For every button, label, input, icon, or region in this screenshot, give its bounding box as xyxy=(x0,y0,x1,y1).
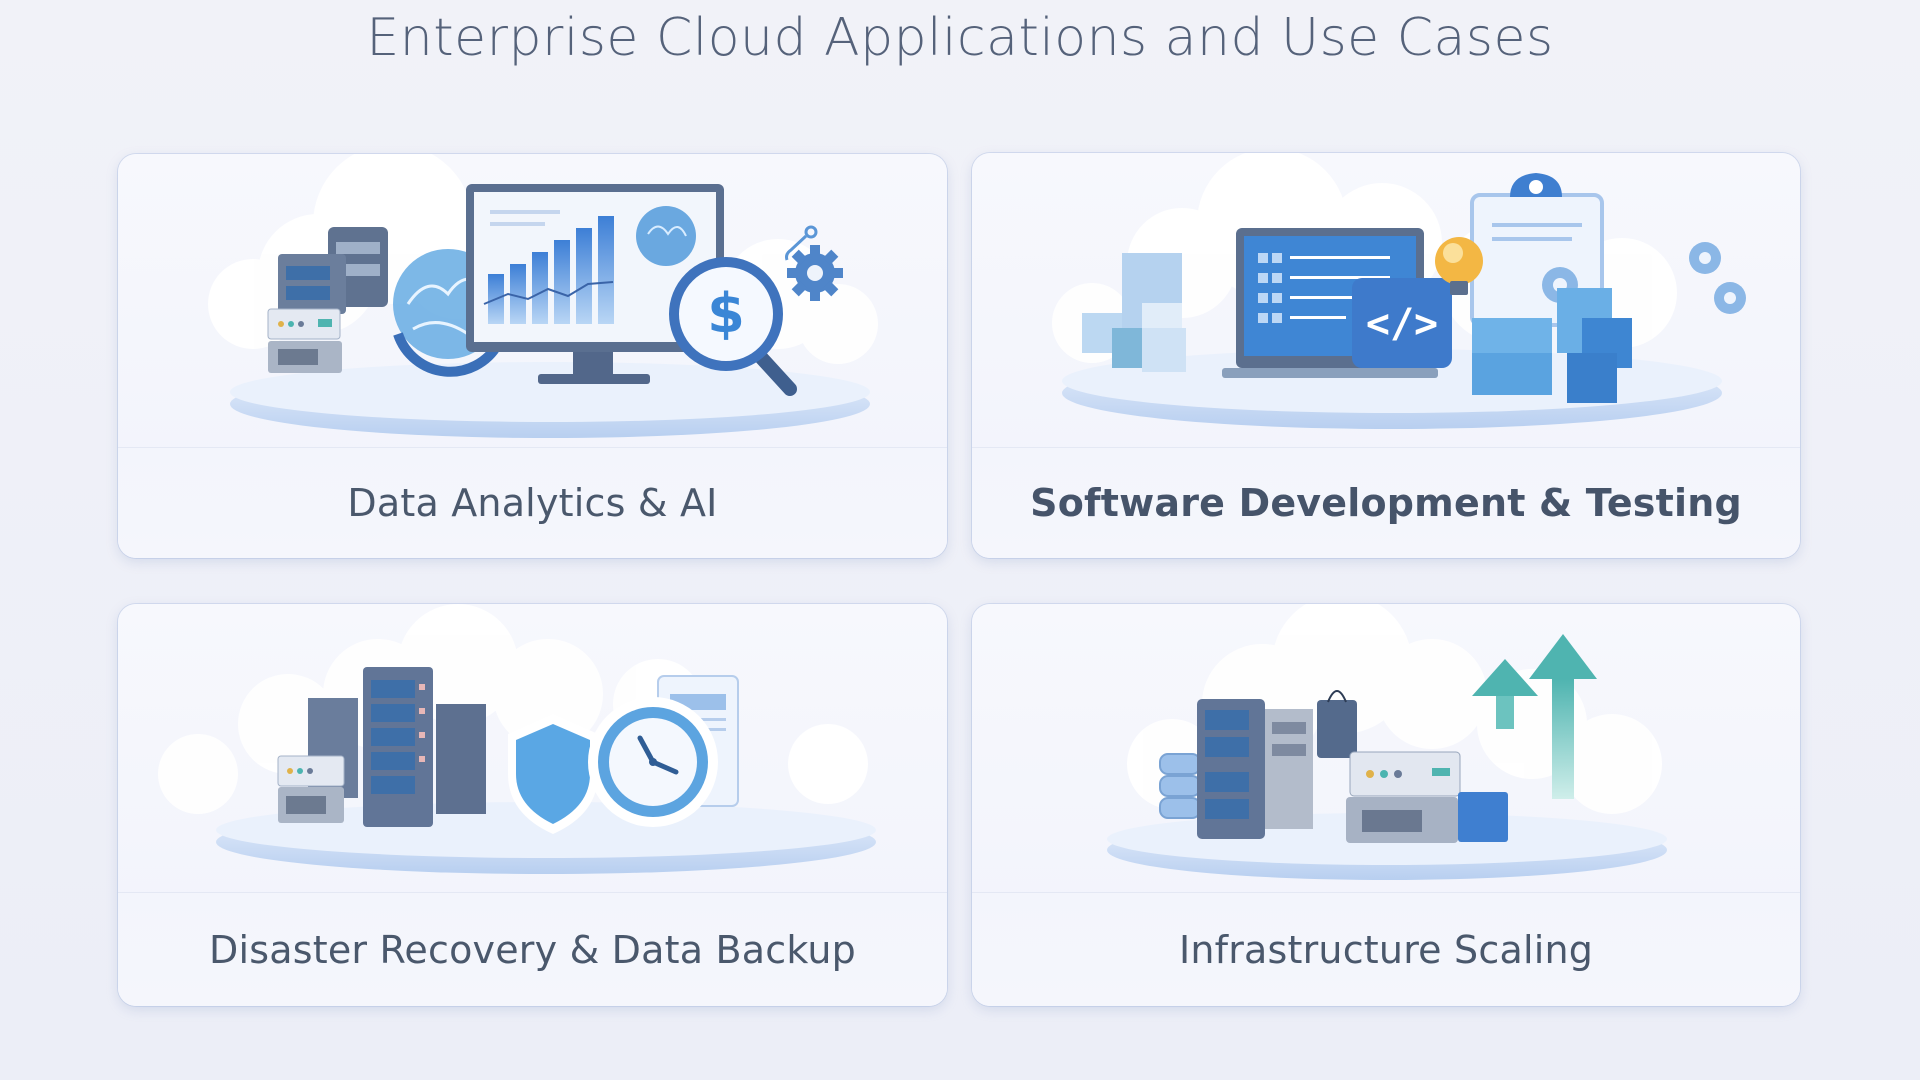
server-rack-icon xyxy=(267,227,388,373)
server-tower-icon xyxy=(277,667,486,827)
illustration-data-analytics: $ xyxy=(118,154,947,448)
database-icon xyxy=(1159,753,1201,819)
card-disaster-recovery[interactable]: Disaster Recovery & Data Backup xyxy=(118,604,947,1006)
card-label-strip: Disaster Recovery & Data Backup xyxy=(118,892,947,1006)
card-software-dev-testing[interactable]: </> xyxy=(972,153,1800,558)
up-arrow-icon xyxy=(1472,634,1597,799)
card-label: Disaster Recovery & Data Backup xyxy=(209,927,856,972)
card-label-strip: Data Analytics & AI xyxy=(118,447,947,558)
card-label-strip: Infrastructure Scaling xyxy=(972,892,1800,1006)
lightbulb-icon xyxy=(1435,237,1483,295)
cubes-icon xyxy=(1082,253,1186,372)
gear-icon xyxy=(787,245,843,301)
card-label: Software Development & Testing xyxy=(1030,481,1742,525)
card-label: Data Analytics & AI xyxy=(347,481,718,525)
server-tower-icon xyxy=(1197,699,1313,839)
card-label-strip: Software Development & Testing xyxy=(972,447,1800,558)
illustration-software-dev: </> xyxy=(972,153,1800,448)
bag-icon xyxy=(1317,690,1357,758)
page-title: Enterprise Cloud Applications and Use Ca… xyxy=(366,8,1554,68)
clock-icon xyxy=(588,697,718,827)
svg-text:</>: </> xyxy=(1366,301,1438,347)
cubes-icon xyxy=(1472,288,1632,403)
code-icon: </> xyxy=(1352,278,1452,368)
card-infrastructure-scaling[interactable]: Infrastructure Scaling xyxy=(972,604,1800,1006)
server-unit-icon xyxy=(1346,751,1508,843)
shield-icon xyxy=(508,714,598,834)
monitor-chart-icon xyxy=(466,184,724,384)
svg-text:$: $ xyxy=(707,282,745,345)
network-node-icon xyxy=(785,225,818,261)
card-data-analytics-ai[interactable]: $ Data Analytics & AI xyxy=(118,154,947,558)
illustration-infrastructure-scaling xyxy=(972,604,1800,893)
magnifier-dollar-icon: $ xyxy=(669,257,797,396)
illustration-disaster-recovery xyxy=(118,604,947,893)
card-label: Infrastructure Scaling xyxy=(1178,927,1594,972)
